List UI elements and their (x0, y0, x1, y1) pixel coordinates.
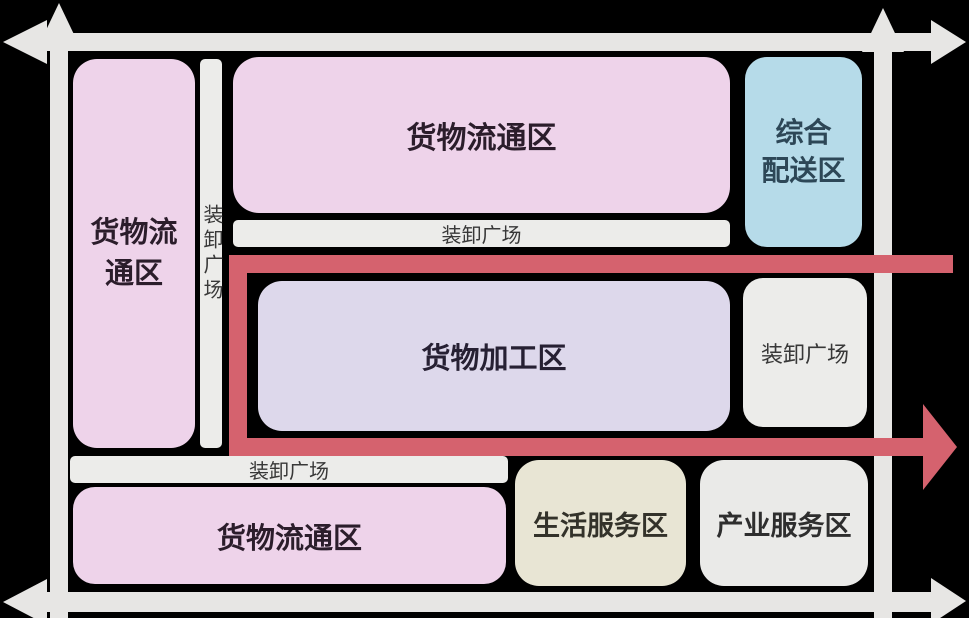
zone-circulation-bottom: 货物流通区 (73, 487, 506, 584)
zone-life-service-label: 生活服务区 (533, 510, 668, 541)
zone-plaza-left-vertical: 装卸广场 (200, 59, 222, 448)
zone-plaza-right: 装卸广场 (743, 278, 867, 427)
zone-plaza-bottom-label: 装卸广场 (249, 461, 329, 483)
zone-circulation-bottom-label: 货物流通区 (216, 522, 362, 555)
zone-plaza-top-label: 装卸广场 (441, 225, 522, 247)
zone-plaza-top: 装卸广场 (233, 220, 730, 247)
zone-circulation-left-label: 货物流 通区 (90, 216, 178, 290)
road-arrow-bottom-right-icon (931, 578, 966, 618)
zone-distribution-label: 综合 配送区 (761, 117, 846, 186)
road-arrow-right-icon (931, 20, 966, 64)
road-top (44, 33, 934, 51)
zone-circulation-left: 货物流 通区 (73, 59, 195, 448)
zone-plaza-right-label: 装卸广场 (760, 341, 849, 367)
road-arrow-bottom-left-icon (3, 579, 47, 618)
zone-circulation-top-label: 货物流通区 (406, 122, 557, 155)
zone-plaza-bottom: 装卸广场 (70, 456, 508, 483)
zone-life-service: 生活服务区 (515, 460, 686, 586)
zone-processing-label: 货物加工区 (421, 343, 567, 375)
zone-industry-service: 产业服务区 (700, 460, 868, 586)
road-bottom (44, 592, 934, 612)
zone-processing: 货物加工区 (258, 281, 730, 431)
zone-industry-service-label: 产业服务区 (716, 510, 852, 541)
zone-circulation-top: 货物流通区 (233, 57, 730, 213)
road-arrow-up-left-icon (38, 3, 80, 47)
zone-distribution: 综合 配送区 (745, 57, 862, 247)
road-arrow-left-icon (3, 20, 47, 64)
road-left (50, 44, 68, 618)
zone-plaza-left-vertical-label: 装卸广场 (200, 203, 222, 304)
road-right (874, 50, 892, 618)
cargo-flow-arrowhead-icon (923, 404, 957, 490)
road-arrow-up-right-icon (862, 8, 904, 52)
